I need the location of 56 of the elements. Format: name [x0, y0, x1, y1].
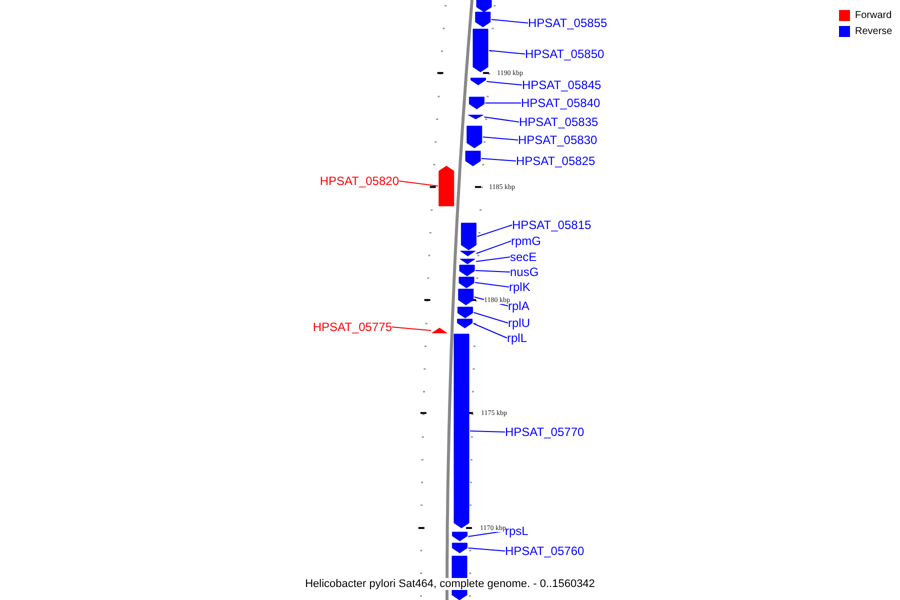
- gene-label: nusG: [510, 265, 539, 279]
- leader-line: [476, 256, 510, 262]
- gene-block: [452, 542, 468, 554]
- gene-label: rpmG: [511, 234, 541, 248]
- gene-block: [476, 0, 492, 12]
- gene-label: HPSAT_05845: [522, 78, 602, 92]
- gene-block: [457, 306, 473, 318]
- gene-label: HPSAT_05775: [312, 320, 392, 334]
- gene-label: rplK: [509, 280, 530, 294]
- gene-label: HPSAT_05855: [528, 16, 608, 30]
- leader-line: [475, 270, 510, 272]
- gene-label: secE: [510, 250, 537, 264]
- gene-label: HPSAT_05760: [505, 544, 584, 558]
- gene-label: HPSAT_05815: [512, 218, 592, 232]
- legend-label: Forward: [855, 10, 892, 22]
- gene-block: [468, 96, 484, 110]
- gene-label: HPSAT_05850: [525, 47, 604, 61]
- gene-label: HPSAT_05830: [518, 133, 598, 147]
- gene-label: rpsL: [505, 524, 528, 538]
- leader-line: [476, 240, 512, 254]
- leader-line: [484, 116, 520, 122]
- gene-label: HPSAT_05840: [521, 96, 600, 110]
- gene-label: HPSAT_05770: [505, 425, 584, 439]
- gene-block: [457, 318, 473, 328]
- leader-line: [486, 81, 522, 86]
- gene-label: HPSAT_05835: [519, 115, 598, 129]
- leader-line: [490, 19, 528, 24]
- caption: Helicobacter pylori Sat464, complete genome. - 0..1560342: [305, 578, 595, 590]
- gene-block: [452, 532, 468, 542]
- leader-line: [488, 50, 526, 54]
- leader-line: [470, 430, 506, 432]
- gene-block: [458, 276, 474, 288]
- gene-block: [468, 114, 484, 120]
- gene-label: rplU: [508, 316, 530, 330]
- gene-label: rplA: [508, 299, 530, 313]
- leader-line: [482, 136, 518, 140]
- leader-line: [473, 312, 508, 324]
- gene-block: [458, 288, 474, 306]
- leader-line: [392, 326, 432, 331]
- leader-line: [472, 323, 508, 338]
- leader-line: [468, 548, 506, 552]
- gene-label: HPSAT_05820: [320, 174, 399, 188]
- leader-line: [484, 102, 522, 104]
- gene-block: [465, 150, 481, 166]
- legend-label: Reverse: [855, 26, 892, 38]
- gene-label: rplL: [507, 331, 528, 345]
- gene-block: [470, 78, 486, 86]
- gene-label: HPSAT_05825: [516, 154, 596, 168]
- gene-block: [438, 166, 454, 206]
- leader-line: [474, 282, 510, 288]
- leader-line: [476, 224, 512, 237]
- gene-block: [466, 126, 482, 148]
- gene-block: [432, 328, 448, 334]
- leader-line: [481, 158, 516, 162]
- gene-block: [454, 334, 470, 528]
- leader-line: [398, 180, 438, 186]
